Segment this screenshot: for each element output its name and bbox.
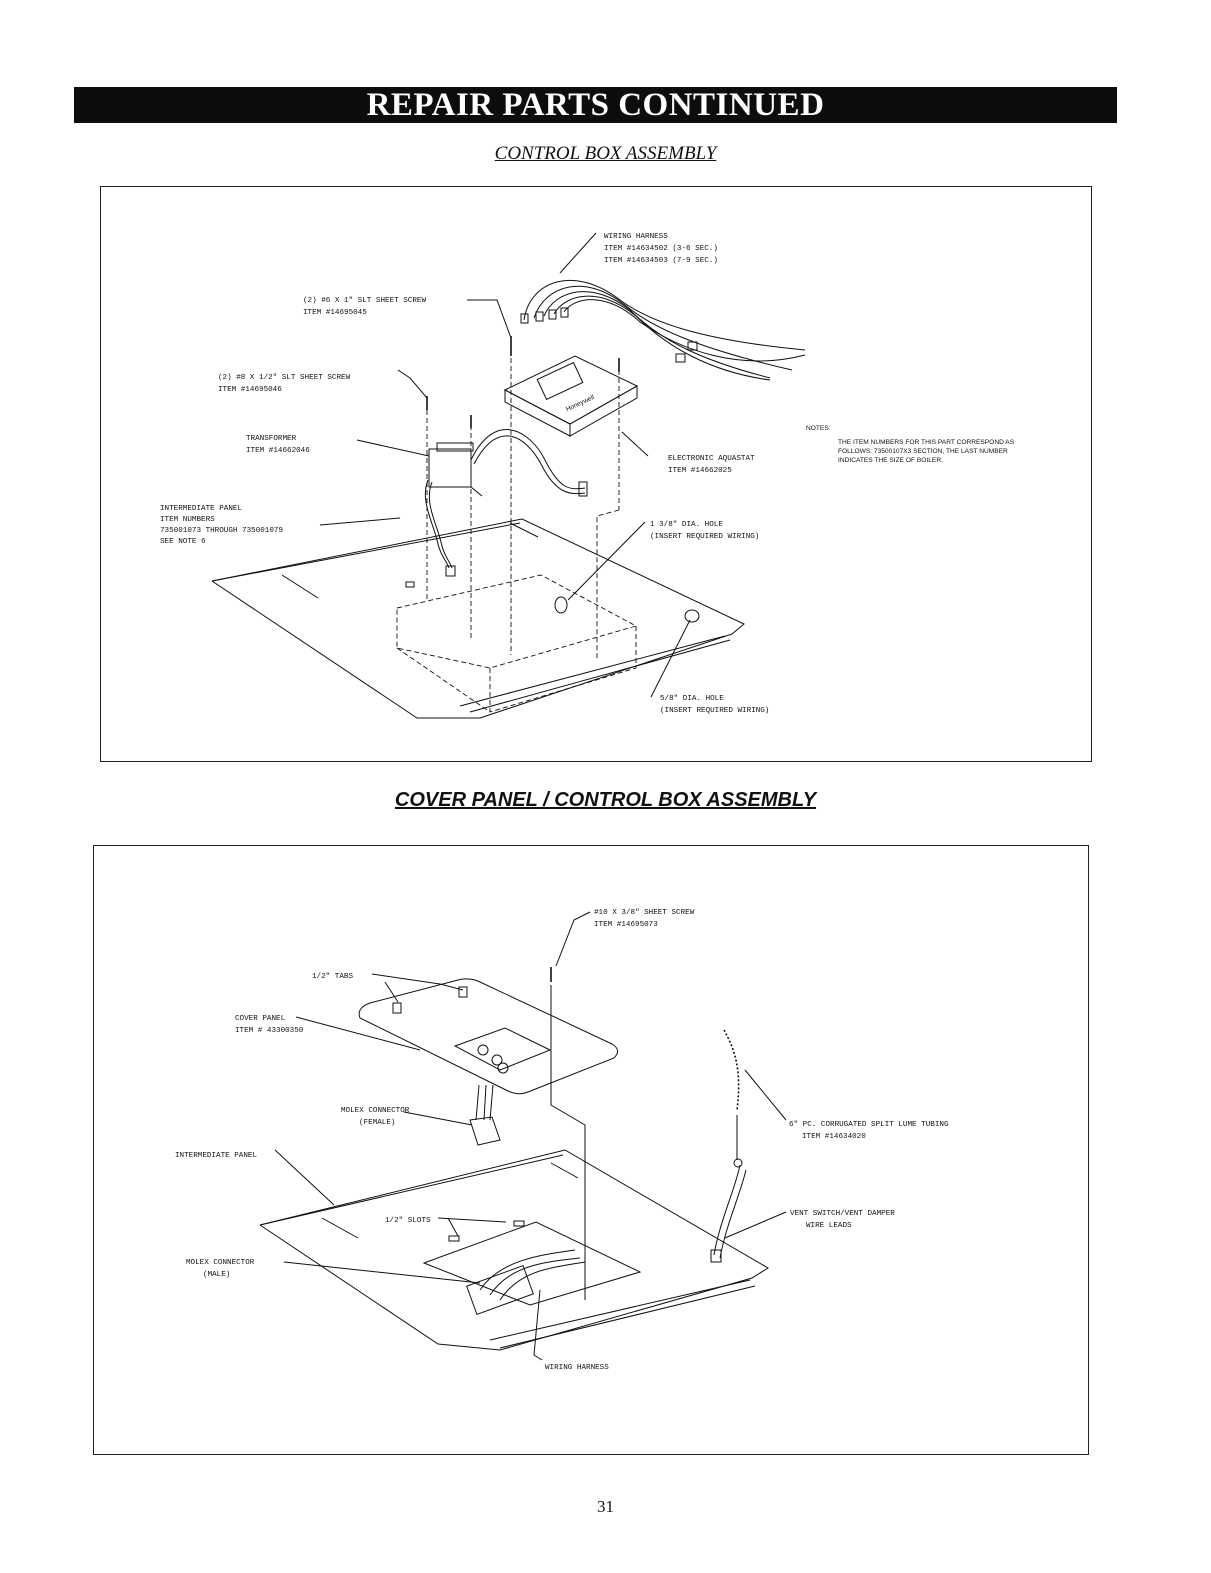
notes-line-1: THE ITEM NUMBERS FOR THIS PART CORRESPON… xyxy=(838,439,1015,446)
section2-frame xyxy=(93,845,1089,1455)
section2-title: COVER PANEL / CONTROL BOX ASSEMBLY xyxy=(394,789,817,811)
panel-label-2: ITEM NUMBERS xyxy=(160,516,215,524)
vent-label-2: WIRE LEADS xyxy=(806,1222,852,1230)
notes-line-2: FOLLOWS: 73500107X3 SECTION, THE LAST NU… xyxy=(838,448,1008,455)
vent-label-1: VENT SWITCH/VENT DAMPER xyxy=(790,1210,895,1218)
screw6-label-2: ITEM #14695045 xyxy=(303,309,367,317)
wiring-harness-label: WIRING HARNESS xyxy=(545,1364,609,1372)
transformer xyxy=(424,429,588,577)
intermediate-panel-2 xyxy=(259,1149,769,1351)
intermediate-panel-1 xyxy=(211,518,745,719)
hole1-label-2: (INSERT REQUIRED WIRING) xyxy=(650,533,759,541)
section1-title: CONTROL BOX ASSEMBLY xyxy=(494,143,717,164)
transformer-label-2: ITEM #14662046 xyxy=(246,447,310,455)
control-box-outline xyxy=(396,574,638,713)
screw8-label-1: (2) #8 X 1/2" SLT SHEET SCREW xyxy=(218,374,351,382)
harness-label-3: ITEM #14634503 (7-9 SEC.) xyxy=(604,257,718,265)
electronic-aquastat: Honeywell xyxy=(503,355,639,437)
hole2-label-2: (INSERT REQUIRED WIRING) xyxy=(660,707,769,715)
cover-label-2: ITEM # 43300350 xyxy=(235,1027,304,1035)
tabs-label: 1/2" TABS xyxy=(312,973,353,981)
molex-male-label-1: MOLEX CONNECTOR xyxy=(186,1259,255,1267)
screw8-label-2: ITEM #14695046 xyxy=(218,386,282,394)
wiring-harness xyxy=(520,279,806,381)
screw10-label-2: ITEM #14695073 xyxy=(594,921,658,929)
notes-line-3: INDICATES THE SIZE OF BOILER. xyxy=(838,457,943,464)
tubing-label-2: ITEM #14634020 xyxy=(802,1133,866,1141)
molex-connector-female xyxy=(469,1084,501,1146)
cover-panel-drawing: #10 X 3/8" SHEET SCREW ITEM #14695073 1/… xyxy=(175,909,949,1372)
aquastat-label-1: ELECTRONIC AQUASTAT xyxy=(668,455,755,463)
panel-label-1: INTERMEDIATE PANEL xyxy=(160,505,242,513)
molex-male-label-2: (MALE) xyxy=(203,1271,230,1279)
screw10-label-1: #10 X 3/8" SHEET SCREW xyxy=(594,909,695,917)
tubing-label-1: 6" PC. CORRUGATED SPLIT LUME TUBING xyxy=(789,1121,949,1129)
cover-label-1: COVER PANEL xyxy=(235,1015,286,1023)
panel2-label: INTERMEDIATE PANEL xyxy=(175,1152,257,1160)
molex-female-label-1: MOLEX CONNECTOR xyxy=(341,1107,410,1115)
page-banner: REPAIR PARTS CONTINUED xyxy=(74,87,1117,123)
page-number: 31 xyxy=(597,1497,614,1516)
corrugated-tubing xyxy=(723,1029,740,1111)
hole2-label-1: 5/8" DIA. HOLE xyxy=(660,695,724,703)
vent-switch-wire-leads xyxy=(710,1158,747,1263)
harness-label-2: ITEM #14634502 (3-6 SEC.) xyxy=(604,245,718,253)
cover-panel xyxy=(358,978,618,1095)
molex-female-label-2: (FEMALE) xyxy=(359,1119,395,1127)
panel-label-4: SEE NOTE 6 xyxy=(160,538,206,546)
section1-frame xyxy=(100,186,1092,762)
hole1-label-1: 1 3/8" DIA. HOLE xyxy=(650,521,723,529)
screw-icon xyxy=(426,336,620,428)
slots-label: 1/2" SLOTS xyxy=(385,1217,431,1225)
notes-heading: NOTES: xyxy=(806,425,831,432)
control-box-drawing: Honeywell xyxy=(160,232,1015,719)
leader-lines-2 xyxy=(274,911,787,1361)
screw6-label-1: (2) #6 X 1" SLT SHEET SCREW xyxy=(303,297,426,305)
aquastat-label-2: ITEM #14662025 xyxy=(668,467,732,475)
transformer-label-1: TRANSFORMER xyxy=(246,435,297,443)
panel-label-3: 735001073 THROUGH 735001079 xyxy=(160,527,283,535)
leader-lines-1 xyxy=(319,232,691,698)
harness-label-1: WIRING HARNESS xyxy=(604,233,668,241)
aquastat-brand: Honeywell xyxy=(565,394,596,413)
